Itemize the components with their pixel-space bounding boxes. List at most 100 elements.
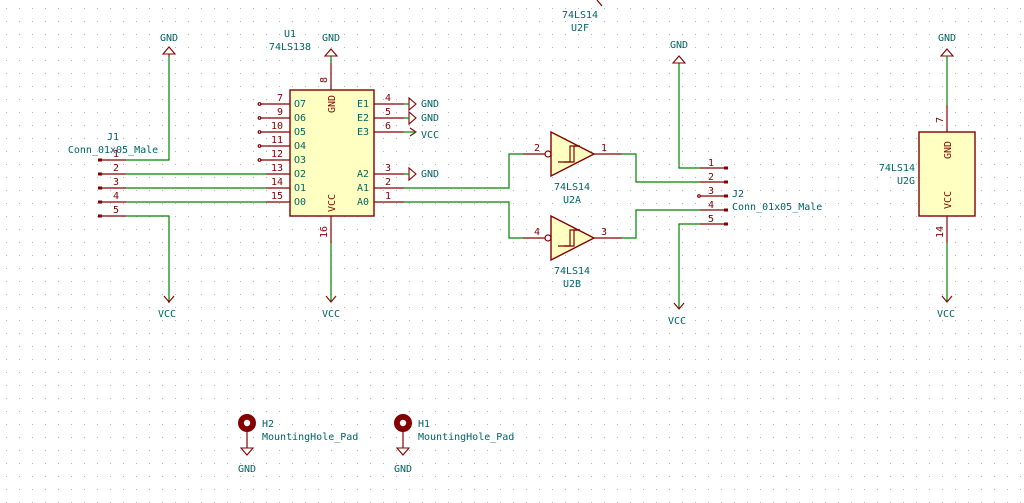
u2g-power-unit[interactable]: 74LS14 U2G 7 GND 14 VCC xyxy=(879,105,976,243)
gnd-flag-e1[interactable]: GND xyxy=(408,96,439,112)
gnd-flag-a2[interactable]: GND xyxy=(408,166,439,182)
u1-pin-e3-num: 6 xyxy=(385,121,391,132)
h2-ref: H2 xyxy=(262,419,274,430)
u2g-pin-gnd-name: GND xyxy=(943,141,954,159)
j1-pin1-num: 1 xyxy=(113,149,119,160)
vcc-power-u1[interactable]: VCC xyxy=(322,243,340,320)
u2g-body xyxy=(918,131,976,217)
vcc-label: VCC xyxy=(158,309,176,320)
j2-pin2-num: 2 xyxy=(708,172,714,183)
j2-ref: J2 xyxy=(732,189,744,200)
u1-pin-o6-num: 9 xyxy=(277,107,283,118)
gnd-power-j2[interactable]: GND xyxy=(670,40,688,64)
j2-pin1-num: 1 xyxy=(708,158,714,169)
u2f-ref: U2F xyxy=(571,23,589,34)
j1-wires xyxy=(126,57,266,300)
j2-connector[interactable]: J2 Conn_01x05_Male 1 2 3 4 5 xyxy=(697,158,823,226)
inverter-input-wires xyxy=(404,153,523,239)
u1-body xyxy=(289,89,375,217)
u1-left-pins: 7 9 10 11 12 13 14 15 O7 O6 O5 O4 O3 O2 … xyxy=(257,93,306,208)
u1-pin8-num: 8 xyxy=(319,77,330,83)
h1-mounting-hole[interactable]: GND H1 MountingHole_Pad xyxy=(394,414,514,475)
vcc-power-u2g[interactable]: VCC xyxy=(937,243,955,320)
u1-pin-o1-name: O1 xyxy=(294,183,306,194)
j2-pin4-num: 4 xyxy=(708,200,714,211)
gnd-label: GND xyxy=(238,464,256,475)
u2a-in-pin-num: 2 xyxy=(534,143,540,154)
h1-ref: H1 xyxy=(418,419,430,430)
u1-pin-o2-num: 13 xyxy=(271,163,283,174)
u1-flag-wires xyxy=(404,103,416,175)
u1-pin-e1-num: 4 xyxy=(385,93,391,104)
j2-pin5-num: 5 xyxy=(708,214,714,225)
u1-pin-a0-name: A0 xyxy=(357,197,369,208)
u2f-symbol[interactable]: 74LS14 U2F xyxy=(562,0,603,34)
grid-dots xyxy=(6,8,1021,503)
u1-pin-o6-name: O6 xyxy=(294,113,306,124)
u1-pin-o1-num: 14 xyxy=(271,177,283,188)
u1-pin-o5-name: O5 xyxy=(294,127,306,138)
j1-pins: 1 2 3 4 5 xyxy=(98,149,126,218)
vcc-power-j2[interactable]: VCC xyxy=(668,302,686,327)
j1-connector[interactable]: J1 Conn_01x05_Male 1 2 3 4 5 xyxy=(68,132,158,218)
vcc-label: VCC xyxy=(421,130,439,141)
u1-ref: U1 xyxy=(284,29,296,40)
vcc-label: VCC xyxy=(668,316,686,327)
u2f-value: 74LS14 xyxy=(562,10,598,21)
u1-pin-e2-name: E2 xyxy=(357,113,369,124)
u2b-out-pin-num: 3 xyxy=(601,227,607,238)
gnd-label: GND xyxy=(322,33,340,44)
u1-pin-e1-name: E1 xyxy=(357,99,369,110)
u2a-value: 74LS14 xyxy=(554,182,590,193)
j2-pins: 1 2 3 4 5 xyxy=(697,158,728,226)
u1-pin-a1-num: 2 xyxy=(385,177,391,188)
j1-pin2-num: 2 xyxy=(113,163,119,174)
u1-74ls138[interactable]: U1 74LS138 8 GND 16 VCC 7 9 10 xyxy=(257,29,404,243)
u2b-ref: U2B xyxy=(563,279,581,290)
vcc-power-j1[interactable]: VCC xyxy=(158,295,176,320)
u2g-pin14-num: 14 xyxy=(935,226,946,238)
u1-pin-vcc-name: VCC xyxy=(327,194,338,212)
u2b-in-pin-num: 4 xyxy=(534,227,540,238)
gnd-flag-e2[interactable]: GND xyxy=(408,110,439,126)
h2-value: MountingHole_Pad xyxy=(262,432,358,443)
h2-mounting-hole[interactable]: GND H2 MountingHole_Pad xyxy=(238,414,358,475)
u1-pin16-num: 16 xyxy=(319,226,330,238)
u2a-out-pin-num: 1 xyxy=(601,143,607,154)
u1-pin-a2-num: 3 xyxy=(385,163,391,174)
gnd-label: GND xyxy=(938,33,956,44)
vcc-flag-e3[interactable]: VCC xyxy=(409,127,439,141)
u1-pin-a0-num: 1 xyxy=(385,191,391,202)
gnd-label: GND xyxy=(421,113,439,124)
u2g-pin7-num: 7 xyxy=(935,117,946,123)
gnd-power-u2g[interactable]: GND xyxy=(938,33,956,105)
vcc-label: VCC xyxy=(322,309,340,320)
vcc-label: VCC xyxy=(937,309,955,320)
gnd-power-u1[interactable]: GND xyxy=(322,33,340,63)
gnd-power-j1[interactable]: GND xyxy=(160,33,178,57)
gnd-label: GND xyxy=(421,169,439,180)
u2g-pin-vcc-name: VCC xyxy=(943,191,954,209)
u1-pin-o7-name: O7 xyxy=(294,99,306,110)
u1-pin-o2-name: O2 xyxy=(294,169,306,180)
gnd-label: GND xyxy=(160,33,178,44)
u1-pin-o0-name: O0 xyxy=(294,197,306,208)
u2b-schmitt-inverter[interactable]: 4 3 74LS14 U2B xyxy=(523,214,622,290)
u1-pin-a2-name: A2 xyxy=(357,169,369,180)
j1-pin5-num: 5 xyxy=(113,205,119,216)
gnd-label: GND xyxy=(394,464,412,475)
u1-value: 74LS138 xyxy=(269,42,311,53)
j2-wires xyxy=(622,63,700,308)
u1-pin-e3-name: E3 xyxy=(357,127,369,138)
j1-ref: J1 xyxy=(107,132,119,143)
u1-pin-o4-name: O4 xyxy=(294,141,306,152)
j2-pin3-num: 3 xyxy=(708,186,714,197)
u2a-ref: U2A xyxy=(563,195,581,206)
j1-pin3-num: 3 xyxy=(113,177,119,188)
u1-pin-o5-num: 10 xyxy=(271,121,283,132)
u1-pin-a1-name: A1 xyxy=(357,183,369,194)
u2a-schmitt-inverter[interactable]: 2 1 74LS14 U2A xyxy=(523,130,622,206)
u1-pin-o4-num: 11 xyxy=(271,135,283,146)
u2g-ref: U2G xyxy=(897,176,915,187)
